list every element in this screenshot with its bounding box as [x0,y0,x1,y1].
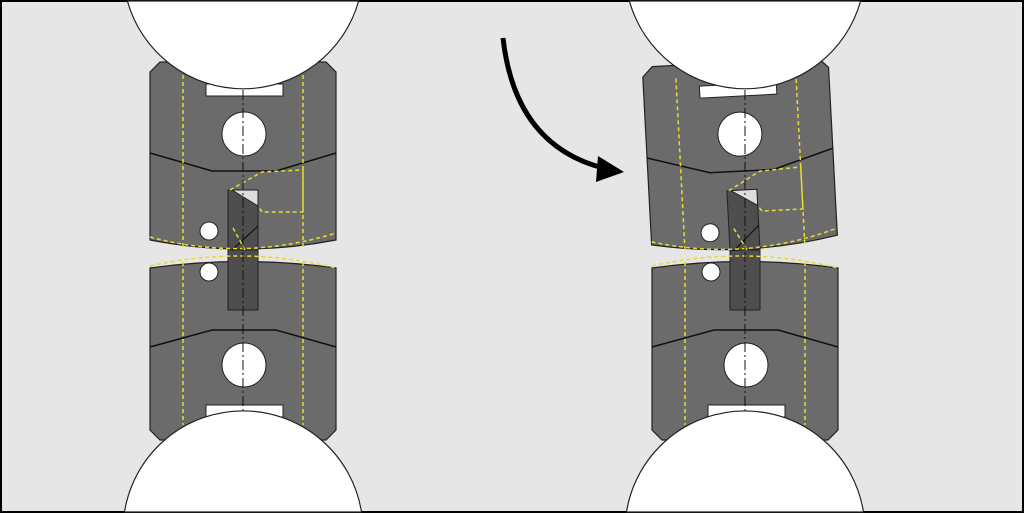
bottom-roller [625,410,865,513]
top-roller [628,0,862,90]
curved-arrow-icon [500,37,624,182]
bottom-roller [123,410,363,513]
panel-before [123,0,363,513]
top-roller [126,0,360,90]
panel-after [625,0,865,513]
